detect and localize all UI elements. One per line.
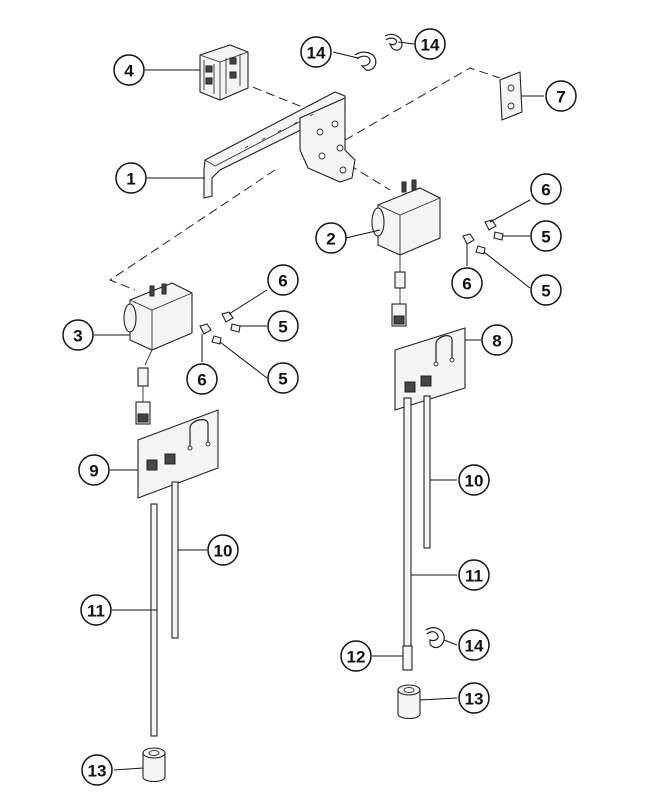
callout-balloon-10-right: 10	[458, 464, 490, 496]
callout-label: 12	[347, 648, 366, 667]
callout-balloon-6-right-bottom: 6	[451, 267, 483, 299]
callout-balloon-3: 3	[62, 319, 94, 351]
wire-clip-part-lower	[425, 627, 445, 649]
callout-balloon-12: 12	[340, 640, 372, 672]
leader-lines	[94, 41, 544, 771]
callout-balloon-6-left-bottom: 6	[186, 363, 218, 395]
callout-label: 14	[307, 44, 326, 63]
callout-label: 3	[73, 327, 82, 346]
callout-label: 11	[87, 602, 105, 621]
callout-label: 14	[421, 36, 440, 55]
callout-balloon-7: 7	[545, 80, 577, 112]
callout-balloon-11-left: 11	[80, 594, 112, 626]
callout-balloon-10-left: 10	[207, 534, 239, 566]
callout-balloon-14-top-left: 14	[300, 36, 332, 68]
terminal-block-part	[199, 44, 249, 101]
callout-balloon-11-right: 11	[458, 559, 490, 591]
right-hardware-screws	[462, 219, 504, 255]
callout-balloon-5-right-top: 5	[530, 220, 562, 252]
callout-balloon-8: 8	[481, 324, 513, 356]
right-igniter-panel-part	[394, 327, 466, 411]
callout-label: 11	[465, 567, 483, 586]
callout-balloon-13-left: 13	[81, 754, 113, 786]
callout-label: 4	[124, 62, 134, 81]
callout-balloon-5-right-bottom: 5	[530, 274, 562, 306]
right-transformer-part	[371, 179, 441, 327]
callout-label: 6	[278, 272, 287, 291]
right-long-tube-part	[403, 397, 412, 647]
left-short-tube-part	[171, 481, 179, 639]
right-cap-part	[397, 684, 421, 720]
callout-balloon-1: 1	[115, 162, 147, 194]
left-hardware-screws	[199, 311, 241, 345]
mounting-bracket-part	[203, 91, 356, 199]
callout-label: 5	[278, 370, 287, 389]
callout-label: 7	[556, 88, 565, 107]
callout-label: 5	[278, 318, 287, 337]
callout-balloon-14-lower: 14	[458, 629, 490, 661]
callout-label: 5	[541, 228, 550, 247]
wire-clip-part-top-right	[384, 33, 403, 51]
callout-balloon-13-right: 13	[458, 682, 490, 714]
callout-label: 6	[541, 181, 550, 200]
callout-label: 10	[214, 542, 233, 561]
callout-balloon-5-left-bottom: 5	[267, 362, 299, 394]
left-transformer-part	[123, 282, 193, 425]
callout-label: 13	[465, 690, 484, 709]
right-tube-sleeve-part	[402, 645, 413, 671]
callout-label: 8	[492, 332, 501, 351]
callout-balloon-4: 4	[113, 54, 145, 86]
callout-balloon-5-left-top: 5	[267, 310, 299, 342]
wire-clip-part-top-left	[354, 51, 377, 71]
callout-label: 14	[465, 637, 484, 656]
left-long-tube-part	[150, 503, 158, 737]
callout-label: 1	[126, 170, 135, 189]
callout-label: 5	[541, 282, 550, 301]
callout-balloon-6-right-top: 6	[530, 173, 562, 205]
callout-label: 13	[88, 762, 107, 781]
left-cap-part	[142, 747, 166, 783]
callout-balloon-14-top-right: 14	[414, 28, 446, 60]
callout-balloon-2: 2	[315, 222, 347, 254]
callout-label: 2	[326, 230, 335, 249]
assembly-dashed-lines	[108, 67, 501, 291]
callout-label: 9	[89, 462, 98, 481]
right-short-tube-part	[423, 395, 431, 549]
cover-plate-part	[499, 71, 523, 121]
callout-balloon-9: 9	[78, 454, 110, 486]
left-igniter-panel-part	[137, 409, 219, 499]
callout-label: 6	[462, 275, 471, 294]
callout-balloon-6-left-top: 6	[267, 264, 299, 296]
callout-label: 6	[197, 371, 206, 390]
callout-label: 10	[465, 472, 484, 491]
